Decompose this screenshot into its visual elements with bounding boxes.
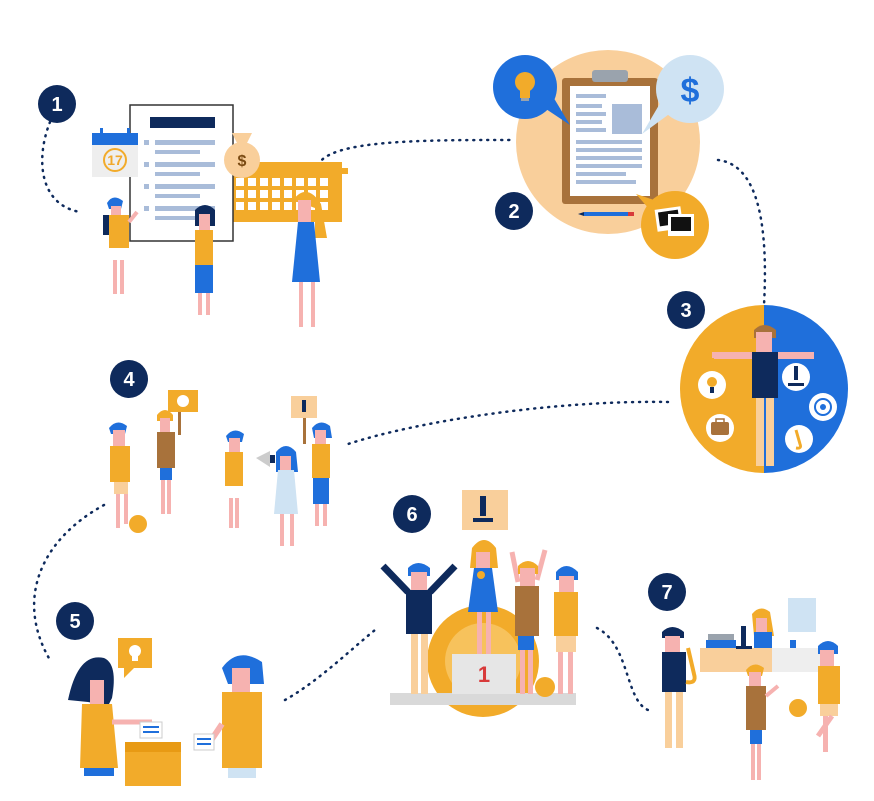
person-with-sign-microscope bbox=[291, 396, 332, 526]
document-sheet bbox=[129, 104, 234, 242]
svg-text:4: 4 bbox=[123, 369, 135, 391]
saxophone-icon bbox=[685, 647, 697, 685]
pencil-icon bbox=[578, 212, 634, 216]
person-saxophone bbox=[662, 627, 697, 748]
svg-text:7: 7 bbox=[661, 582, 672, 604]
person-with-ball bbox=[109, 422, 147, 533]
svg-text:1: 1 bbox=[51, 94, 62, 116]
money-bag-symbol: $ bbox=[238, 153, 247, 170]
lightbulb-icon bbox=[698, 371, 726, 399]
podium-icon: 1 bbox=[390, 654, 576, 705]
step-badge-5: 5 bbox=[56, 602, 94, 640]
person-student bbox=[103, 197, 139, 294]
svg-text:2: 2 bbox=[508, 201, 519, 223]
connector-6-7 bbox=[595, 626, 650, 712]
svg-text:5: 5 bbox=[69, 611, 80, 633]
person-t-pose bbox=[712, 325, 814, 466]
suitcase-icon bbox=[706, 414, 734, 442]
connector-paths bbox=[32, 120, 767, 712]
connector-3-4 bbox=[343, 400, 670, 447]
saxophone-icon bbox=[785, 425, 813, 453]
money-bag-icon: $ bbox=[224, 133, 260, 178]
connector-2-3 bbox=[716, 158, 767, 307]
person-with-sign-bulb bbox=[157, 390, 198, 514]
person-winner-blue-dress bbox=[468, 540, 498, 654]
person-arms-up-navy bbox=[380, 563, 458, 694]
soccer-ball-icon bbox=[809, 393, 837, 421]
clipboard-icon bbox=[562, 70, 658, 204]
ball bbox=[789, 699, 807, 717]
step-badge-3: 3 bbox=[667, 291, 705, 329]
person-megaphone bbox=[225, 430, 275, 528]
podium-number: 1 bbox=[478, 662, 490, 687]
interests-circle-right bbox=[764, 305, 848, 473]
lightbulb-bubble bbox=[493, 55, 570, 125]
microscope-sign bbox=[462, 490, 508, 530]
dollar-icon: $ bbox=[681, 72, 700, 110]
person-woman-submitting bbox=[68, 657, 152, 776]
lightbulb-bubble bbox=[118, 638, 152, 678]
megaphone-icon bbox=[256, 451, 275, 467]
step-badge-1: 1 bbox=[38, 85, 76, 123]
step-badge-6: 6 bbox=[393, 495, 431, 533]
person-man-papers bbox=[193, 655, 264, 778]
calendar-icon: 17 bbox=[92, 128, 138, 177]
step-4-group: 4 bbox=[109, 360, 332, 546]
person-woman-small bbox=[195, 205, 215, 315]
ballot-box bbox=[125, 721, 181, 786]
person-woman-desk bbox=[752, 608, 774, 648]
step-badge-7: 7 bbox=[648, 573, 686, 611]
person-yellow-shirt bbox=[535, 566, 578, 697]
step-6-group: 1 bbox=[380, 490, 578, 717]
connector-5-6 bbox=[283, 628, 377, 702]
step-3-group: 3 bbox=[667, 291, 848, 473]
person-brown-shirt bbox=[746, 664, 780, 780]
lightbulb-icon bbox=[515, 72, 535, 101]
person-woman-tall bbox=[292, 191, 327, 327]
lightbulb-icon bbox=[129, 645, 141, 661]
calendar-day: 17 bbox=[107, 152, 123, 168]
connector-1-start bbox=[40, 120, 82, 214]
step-7-group: 7 bbox=[648, 573, 840, 780]
person-arms-up-brown bbox=[509, 549, 548, 694]
person-woman-listening bbox=[274, 446, 298, 546]
step-2-group: $ 2 bbox=[493, 50, 724, 259]
connector-1-2 bbox=[316, 138, 514, 167]
step-1-group: 17 $ bbox=[38, 85, 348, 327]
svg-text:3: 3 bbox=[680, 300, 691, 322]
microscope-icon bbox=[782, 363, 810, 391]
connector-4-5 bbox=[32, 503, 106, 662]
step-badge-2: 2 bbox=[495, 192, 533, 230]
photos-bubble bbox=[636, 191, 709, 259]
dollar-bubble: $ bbox=[642, 55, 724, 134]
photos-icon bbox=[654, 206, 694, 236]
svg-text:6: 6 bbox=[406, 504, 417, 526]
step-5-group: 5 bbox=[56, 602, 264, 786]
step-badge-4: 4 bbox=[110, 360, 148, 398]
person-kicking bbox=[815, 641, 840, 752]
